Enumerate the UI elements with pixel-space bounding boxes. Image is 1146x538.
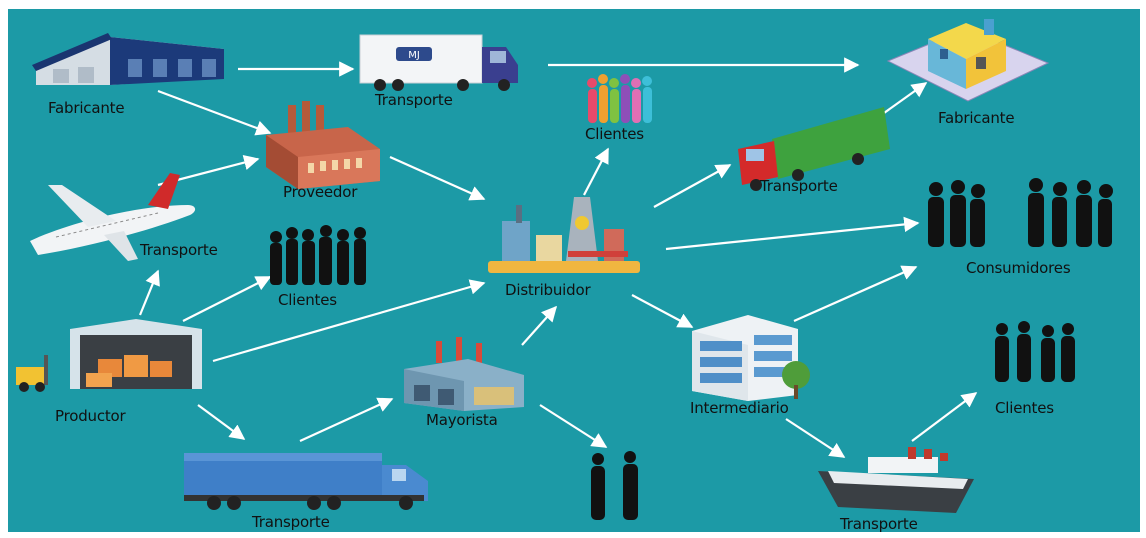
clients-right-silhouettes-icon bbox=[995, 321, 1075, 382]
producer-warehouse-icon bbox=[16, 319, 202, 392]
arrow-ship-clientes-right bbox=[911, 392, 978, 442]
label-clientes-top: Clientes bbox=[585, 125, 644, 143]
arrow-distribuidor-intermediario bbox=[631, 294, 694, 328]
arrows bbox=[138, 57, 978, 458]
arrow-distribuidor-clientes-top bbox=[583, 147, 609, 196]
airplane-icon bbox=[30, 173, 196, 261]
couple-silhouettes-icon bbox=[591, 451, 638, 520]
label-transporte-plane: Transporte bbox=[140, 241, 218, 259]
label-proveedor: Proveedor bbox=[283, 183, 358, 201]
arrow-intermediario-consumidores bbox=[793, 265, 918, 323]
arrow-intermediario-ship bbox=[785, 418, 846, 458]
arrow-distribuidor-consumidores bbox=[665, 216, 920, 251]
arrow-fabricante-proveedor bbox=[157, 89, 272, 136]
wholesale-factory-icon bbox=[404, 337, 524, 411]
arrow-proveedor-distribuidor bbox=[389, 155, 486, 201]
arrow-distribuidor-red-truck bbox=[653, 164, 732, 208]
diagram-canvas: MJ bbox=[16, 19, 1113, 520]
arrow-transporte-bottom-mayorista bbox=[299, 397, 394, 443]
distribution-plant-icon bbox=[488, 197, 640, 273]
arrow-productor-distribuidor bbox=[212, 279, 486, 363]
building-icon bbox=[886, 19, 1050, 102]
office-building-icon bbox=[692, 315, 810, 401]
arrow-mayorista-distribuidor bbox=[521, 305, 558, 346]
label-fabricante-right: Fabricante bbox=[938, 109, 1015, 127]
blue-truck-icon bbox=[184, 453, 428, 510]
label-fabricante-left: Fabricante bbox=[48, 99, 125, 117]
colorful-people-icon bbox=[587, 74, 652, 123]
consumers-silhouettes-icon bbox=[928, 178, 1113, 247]
supply-chain-diagram: MJ bbox=[8, 9, 1140, 532]
arrow-productor-plane bbox=[138, 269, 160, 316]
red-truck-icon bbox=[738, 107, 890, 191]
factory-icon bbox=[266, 101, 380, 189]
label-productor: Productor bbox=[55, 407, 126, 425]
arrow-productor-clientes-mid bbox=[182, 276, 272, 322]
warehouse-icon bbox=[32, 33, 224, 85]
label-consumidores: Consumidores bbox=[966, 259, 1071, 277]
clients-silhouettes-icon bbox=[270, 225, 366, 285]
label-clientes-mid: Clientes bbox=[278, 291, 337, 309]
label-transporte-ship: Transporte bbox=[840, 515, 918, 532]
label-mayorista: Mayorista bbox=[426, 411, 498, 429]
arrow-mayorista-people bbox=[539, 404, 608, 448]
truck-logo: MJ bbox=[408, 50, 420, 61]
label-transporte-top: Transporte bbox=[375, 91, 453, 109]
label-transporte-bottom-truck: Transporte bbox=[252, 513, 330, 531]
label-intermediario: Intermediario bbox=[690, 399, 789, 417]
label-clientes-right: Clientes bbox=[995, 399, 1054, 417]
label-distribuidor: Distribuidor bbox=[505, 281, 591, 299]
ship-icon bbox=[818, 447, 974, 513]
label-transporte-red-truck: Transporte bbox=[760, 177, 838, 195]
arrow-productor-transporte-bottom bbox=[197, 404, 246, 440]
white-truck-icon: MJ bbox=[359, 34, 518, 91]
